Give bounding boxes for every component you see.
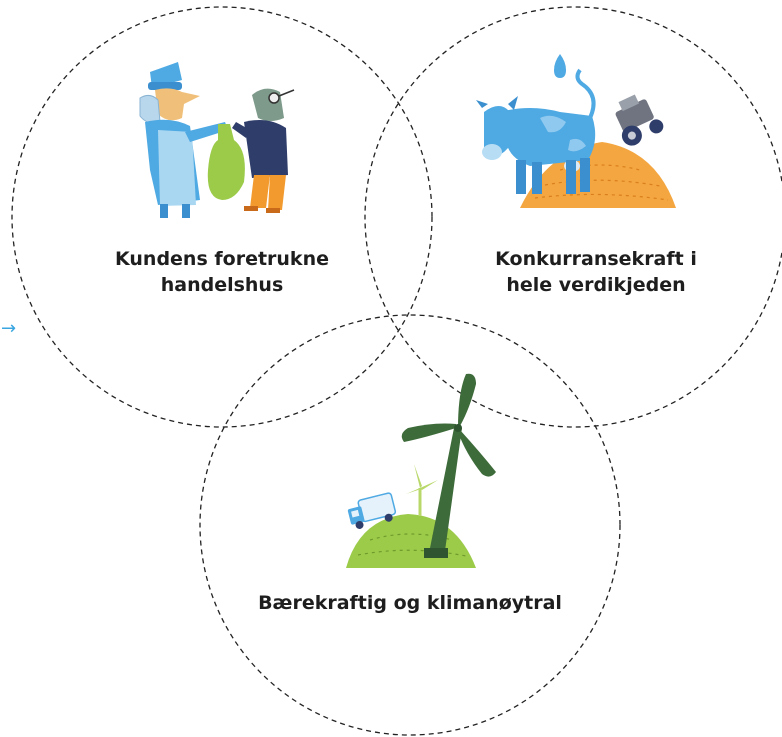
circle-sustainability [199, 314, 621, 736]
label-competitiveness-line1: Konkurransekraft i [495, 248, 697, 270]
label-customer-line1: Kundens foretrukne [115, 248, 329, 270]
arrow-right-icon: → [1, 318, 17, 339]
circle-customer [11, 6, 433, 428]
label-sustainability: Bærekraftig og klimanøytral [240, 590, 580, 616]
label-customer-line2: handelshus [160, 274, 284, 296]
circle-competitiveness [364, 6, 782, 428]
wind-turbine-illustration [346, 373, 496, 568]
label-customer: Kundens foretrukne handelshus [92, 246, 352, 298]
label-sustainability-line1: Bærekraftig og klimanøytral [258, 592, 562, 614]
shopkeeper-illustration [139, 62, 295, 218]
label-competitiveness: Konkurransekraft i hele verdikjeden [466, 246, 726, 298]
cow-illustration [476, 54, 676, 208]
label-competitiveness-line2: hele verdikjeden [506, 274, 686, 296]
